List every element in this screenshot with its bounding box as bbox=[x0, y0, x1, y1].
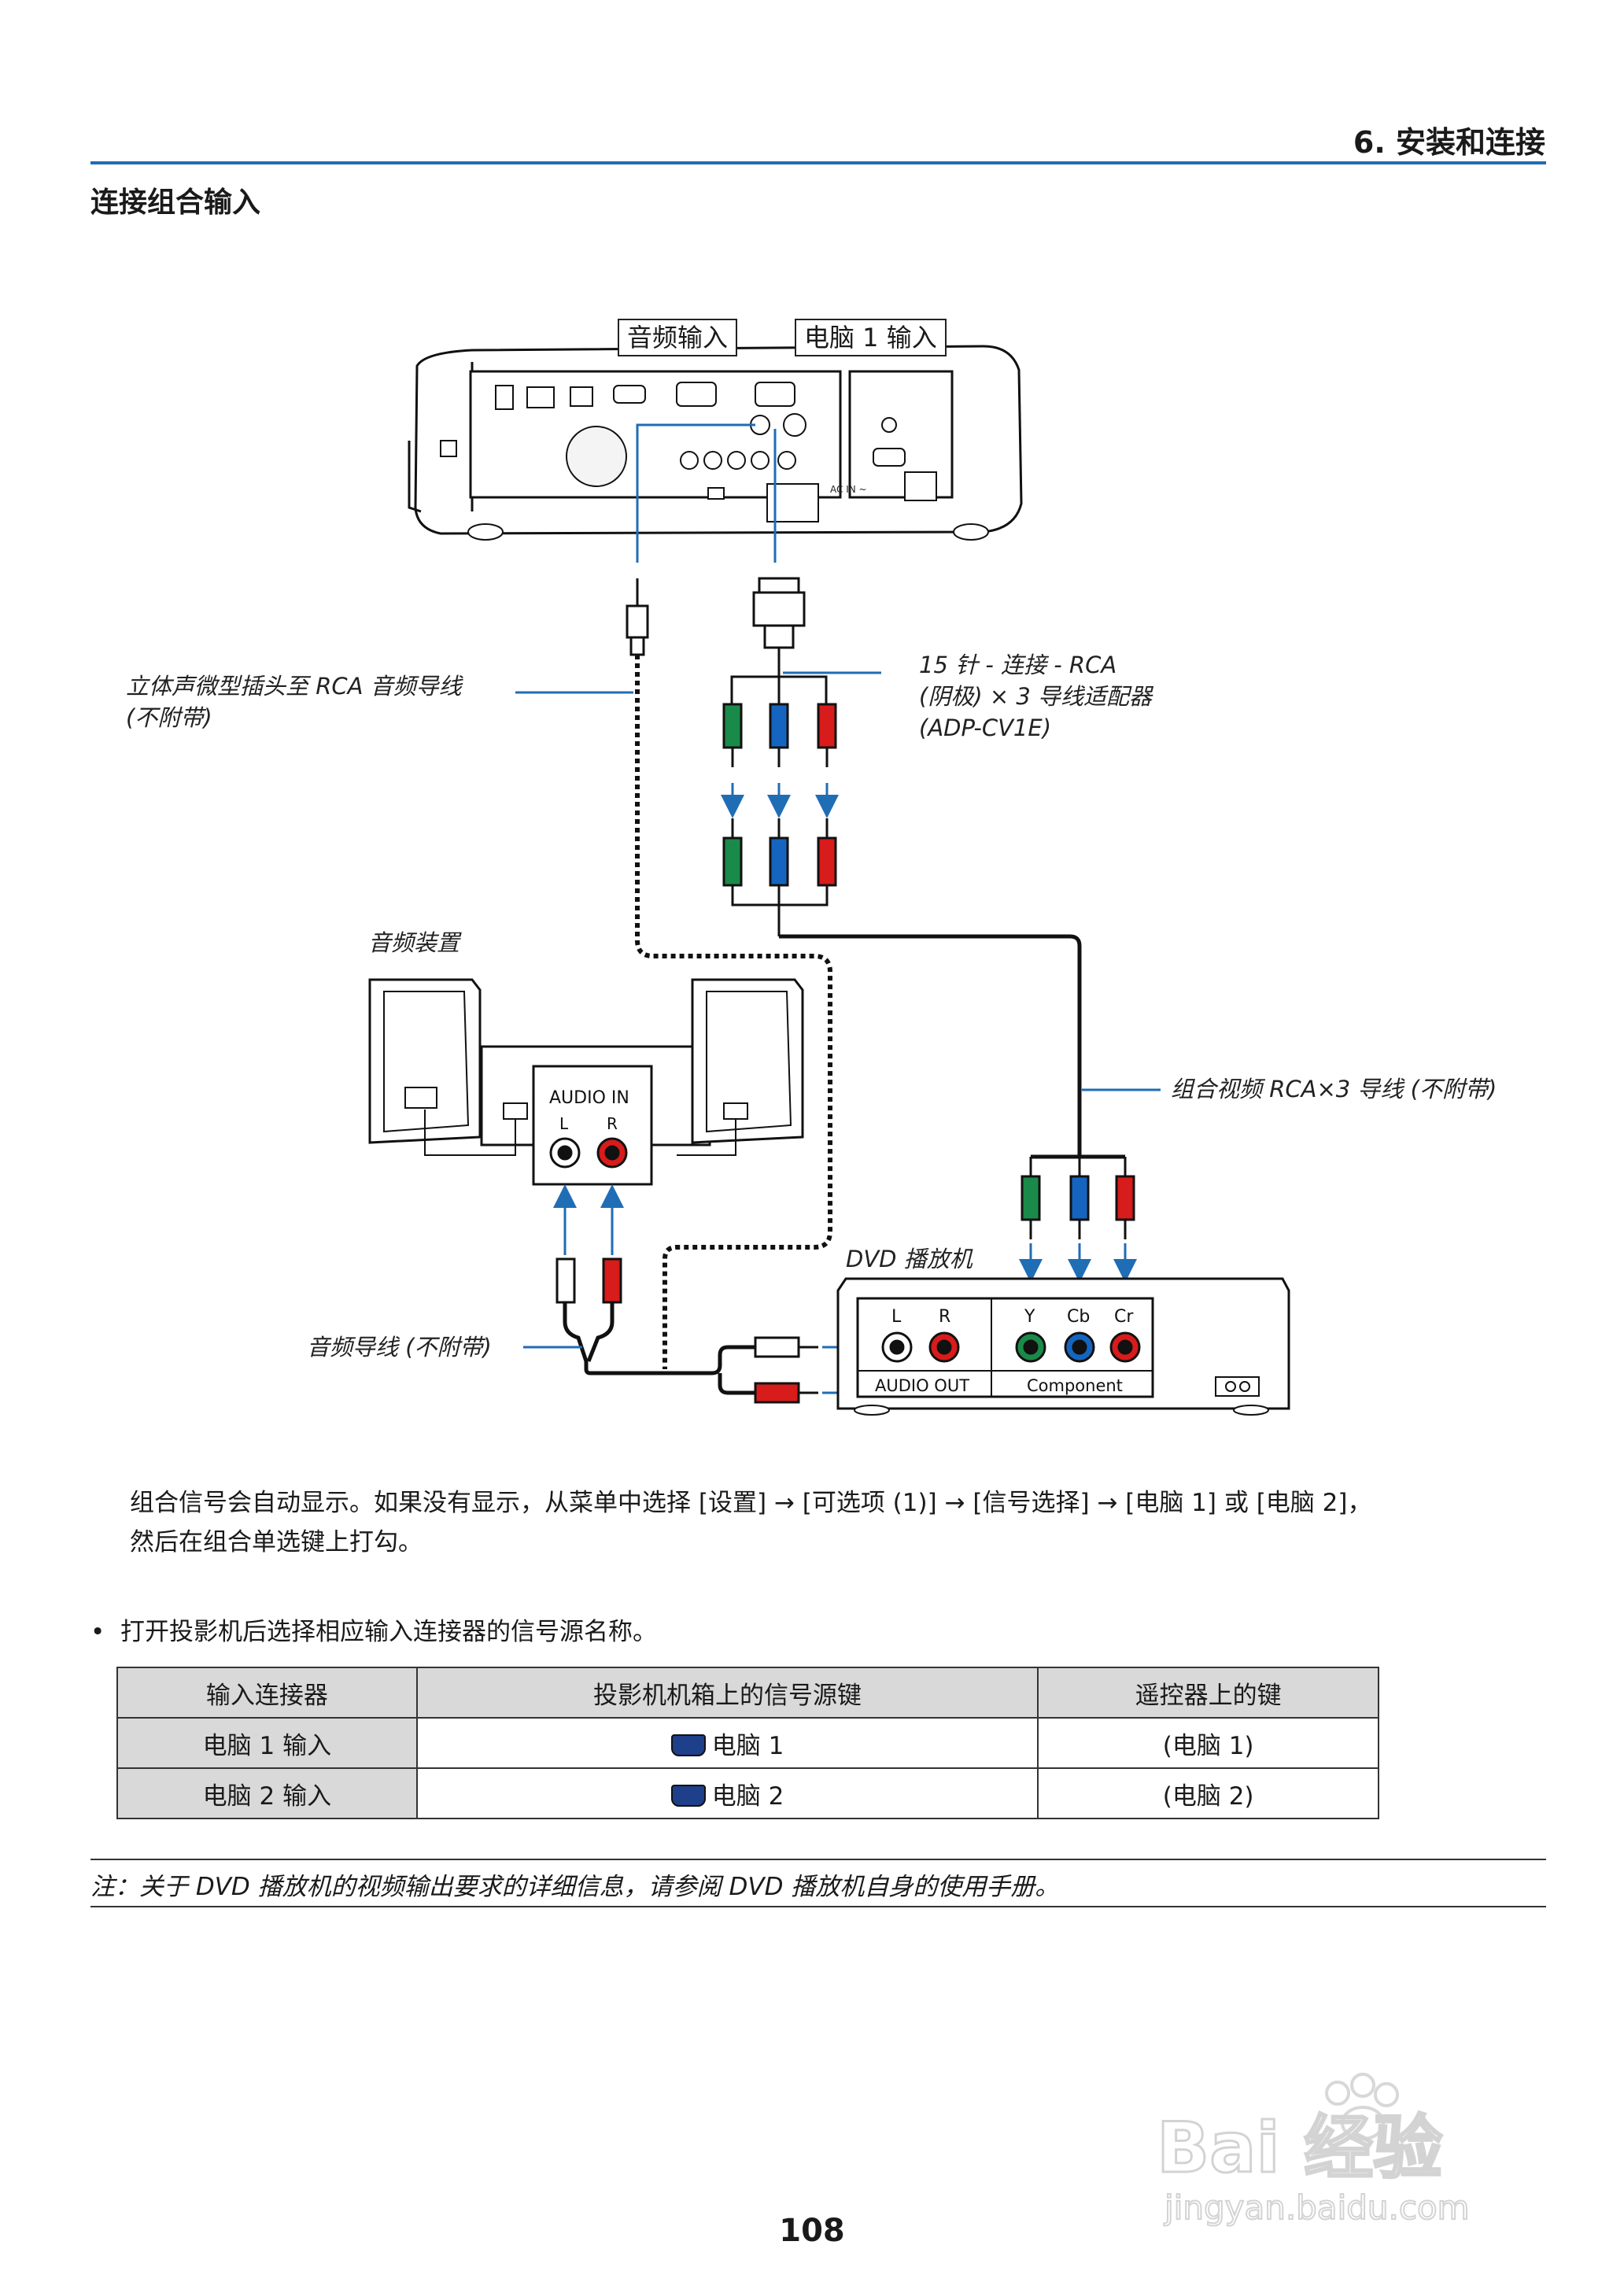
vga-adapter-plug bbox=[752, 577, 806, 667]
table-row: 电脑 1 输入 电脑 1 (电脑 1) bbox=[116, 1717, 1379, 1769]
dvd-y-label: Y bbox=[1024, 1307, 1035, 1327]
component-cable-label: 组合视频 RCA×3 导线 (不附带) bbox=[1171, 1076, 1497, 1102]
dvd-cr-label: Cr bbox=[1114, 1307, 1134, 1327]
adapter-rca-plugs bbox=[722, 667, 837, 767]
audio-device-label: 音频装置 bbox=[368, 929, 460, 956]
computer-source-icon bbox=[670, 1785, 706, 1807]
dvd-audio-out-label: AUDIO OUT bbox=[875, 1376, 969, 1395]
header-rule bbox=[90, 161, 1546, 164]
table-header-row: 输入连接器 投影机机箱上的信号源键 遥控器上的键 bbox=[116, 1667, 1379, 1719]
dvd-component-label: Component bbox=[1027, 1376, 1123, 1395]
computer-source-icon bbox=[670, 1734, 706, 1756]
page-number: 108 bbox=[779, 2213, 845, 2249]
table-cell-remote-key: (电脑 1) bbox=[1037, 1717, 1379, 1769]
section-title: 连接组合输入 bbox=[90, 186, 261, 219]
component-cable-plugs-top bbox=[722, 818, 837, 936]
audio-in-left-label: L bbox=[559, 1114, 569, 1133]
bullet-item: • 打开投影机后选择相应输入连接器的信号源名称。 bbox=[90, 1618, 657, 1646]
ac-in-label: AC IN ~ bbox=[830, 484, 867, 495]
input-table: 输入连接器 投影机机箱上的信号源键 遥控器上的键 电脑 1 输入 电脑 1 (电… bbox=[116, 1667, 1379, 1819]
chapter-heading: 6. 安装和连接 bbox=[1353, 125, 1545, 160]
table-header: 遥控器上的键 bbox=[1037, 1667, 1379, 1719]
stereo-dashed-cable bbox=[635, 655, 832, 1369]
audio-cable-label: 音频导线 (不附带) bbox=[307, 1334, 492, 1361]
component-cable-plugs-bottom bbox=[1021, 1157, 1135, 1239]
watermark-brand: Bai 经验 bbox=[1157, 2107, 1442, 2188]
dvd-player-label: DVD 播放机 bbox=[846, 1246, 973, 1272]
audio-in-title: AUDIO IN bbox=[549, 1088, 629, 1108]
audio-device-illustration bbox=[368, 978, 804, 1186]
table-cell-cabinet-key: 电脑 1 bbox=[415, 1717, 1039, 1769]
table-row: 电脑 2 输入 电脑 2 (电脑 2) bbox=[116, 1767, 1379, 1819]
body-text-line1: 组合信号会自动显示。如果没有显示，从菜单中选择 [设置] → [可选项 (1)]… bbox=[130, 1489, 1372, 1517]
computer1-in-callout: 电脑 1 输入 bbox=[795, 319, 947, 356]
body-text-line2: 然后在组合单选键上打勾。 bbox=[130, 1528, 423, 1556]
audio-in-right-label: R bbox=[607, 1114, 618, 1133]
dvd-audio-left-label: L bbox=[891, 1307, 902, 1327]
component-cable bbox=[779, 934, 1125, 1159]
table-cell-connector: 电脑 1 输入 bbox=[116, 1717, 418, 1769]
dvd-audio-right-label: R bbox=[939, 1307, 950, 1327]
projector-illustration bbox=[408, 345, 1023, 541]
table-header: 输入连接器 bbox=[116, 1667, 418, 1719]
connection-diagram: AC IN ~ bbox=[368, 345, 1290, 1416]
dvd-cb-label: Cb bbox=[1067, 1307, 1090, 1327]
table-cell-cabinet-key: 电脑 2 bbox=[415, 1767, 1039, 1819]
table-header: 投影机机箱上的信号源键 bbox=[415, 1667, 1039, 1719]
dvd-player-illustration bbox=[836, 1277, 1290, 1416]
note-top-rule bbox=[90, 1859, 1546, 1860]
baidu-jingyan-watermark: Bai 经验 jingyan.baidu.com bbox=[1157, 2073, 1471, 2227]
stereo-cable-label: 立体声微型插头至 RCA 音频导线 (不附带) bbox=[126, 673, 462, 731]
audio-cable bbox=[555, 1257, 818, 1404]
stereo-mini-plug bbox=[626, 578, 649, 656]
note-bottom-rule bbox=[90, 1906, 1546, 1907]
table-cell-connector: 电脑 2 输入 bbox=[116, 1767, 418, 1819]
table-cell-remote-key: (电脑 2) bbox=[1037, 1767, 1379, 1819]
adapter-label: 15 针 - 连接 - RCA (阴极) × 3 导线适配器 (ADP-CV1E… bbox=[919, 652, 1153, 741]
watermark-url: jingyan.baidu.com bbox=[1164, 2188, 1470, 2227]
audio-in-callout: 音频输入 bbox=[618, 319, 738, 356]
note-text: 注：关于 DVD 播放机的视频输出要求的详细信息，请参阅 DVD 播放机自身的使… bbox=[90, 1873, 1060, 1901]
